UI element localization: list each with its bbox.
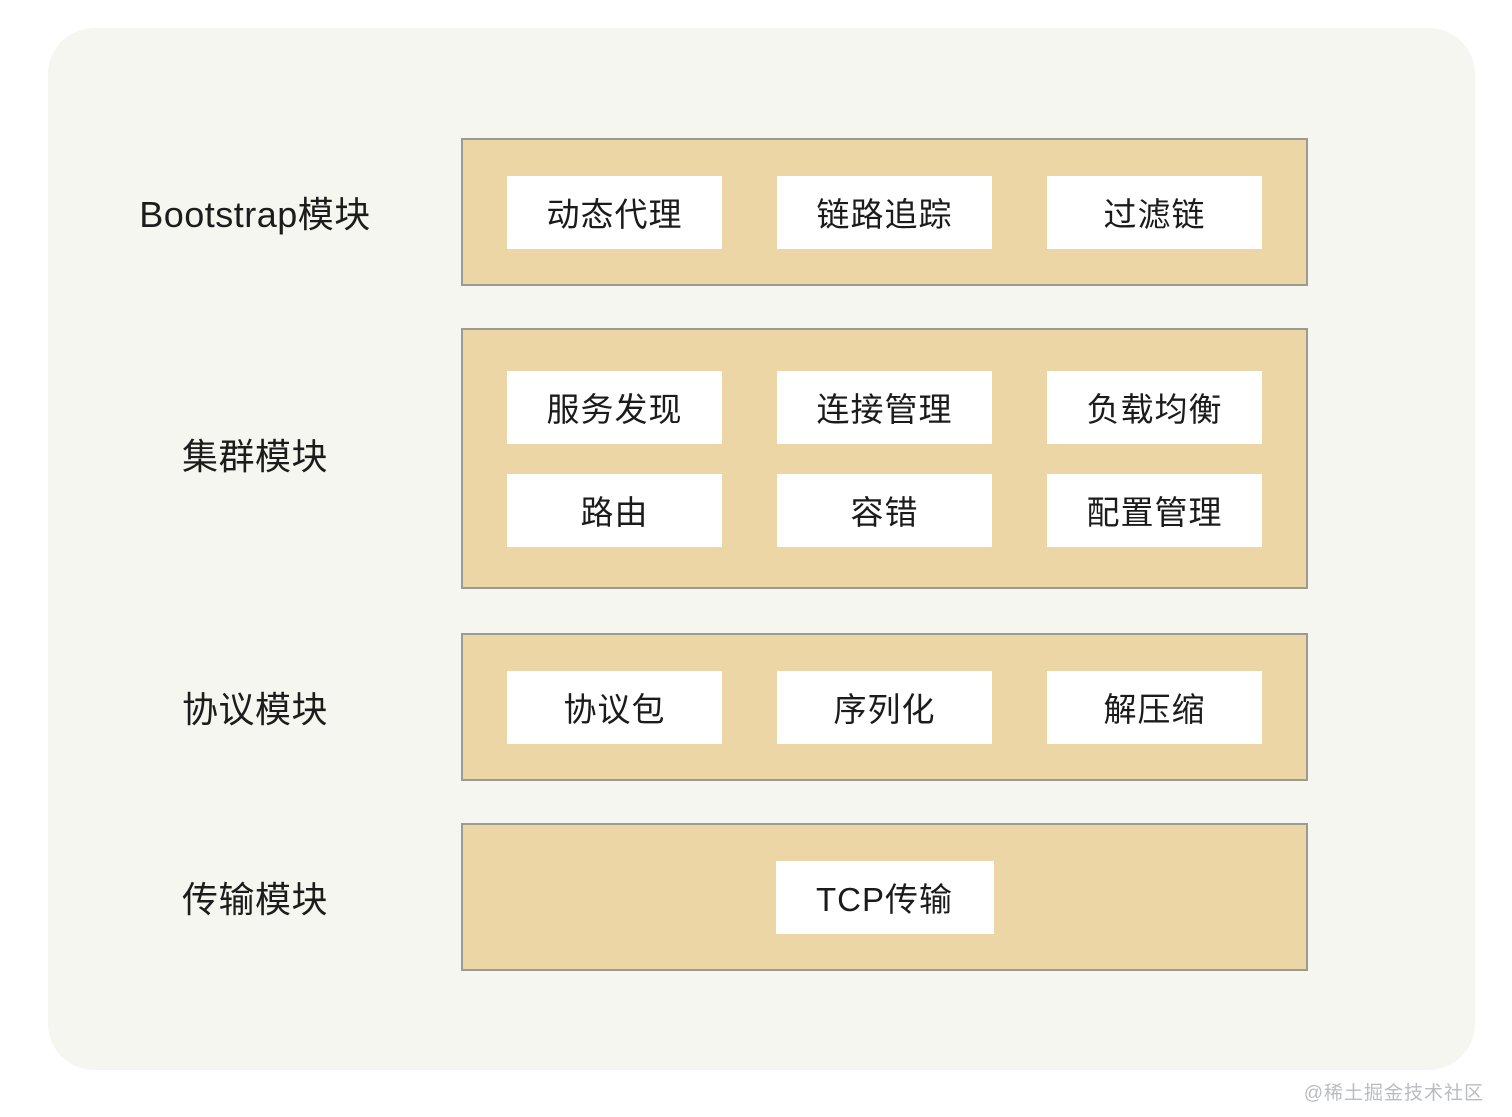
module-cell[interactable]: 配置管理 [1047,473,1262,547]
module-grid: 协议包 序列化 解压缩 [463,670,1306,744]
module-row: TCP传输 [775,860,994,934]
layer-label-protocol: 协议模块 [181,689,328,730]
module-cell[interactable]: 服务发现 [507,370,722,444]
module-cell[interactable]: 连接管理 [777,370,992,444]
module-grid: 动态代理 链路追踪 过滤链 [463,175,1306,249]
layer-panel-protocol: 协议包 序列化 解压缩 [461,633,1308,781]
module-cell[interactable]: 负载均衡 [1047,370,1262,444]
module-row: 路由 容错 配置管理 [507,473,1262,547]
module-cell[interactable]: 路由 [507,473,722,547]
module-row: 协议包 序列化 解压缩 [507,670,1262,744]
module-cell[interactable]: 容错 [777,473,992,547]
module-cell[interactable]: 链路追踪 [777,175,992,249]
module-cell[interactable]: 序列化 [777,670,992,744]
layer-panel-transport: TCP传输 [461,823,1308,971]
module-grid: TCP传输 [463,860,1306,934]
watermark-label: @稀土掘金技术社区 [1303,1083,1484,1104]
module-cell[interactable]: 协议包 [507,670,722,744]
module-row: 服务发现 连接管理 负载均衡 [507,370,1262,444]
layer-label-cluster: 集群模块 [181,436,328,477]
module-cell[interactable]: TCP传输 [775,860,994,934]
module-grid: 服务发现 连接管理 负载均衡 路由 容错 配置管理 [463,370,1306,547]
layer-panel-bootstrap: 动态代理 链路追踪 过滤链 [461,138,1308,286]
module-row: 动态代理 链路追踪 过滤链 [507,175,1262,249]
layer-label-transport: 传输模块 [181,879,328,920]
module-cell[interactable]: 解压缩 [1047,670,1262,744]
module-cell[interactable]: 过滤链 [1047,175,1262,249]
layer-panel-cluster: 服务发现 连接管理 负载均衡 路由 容错 配置管理 [461,328,1308,589]
layer-label-bootstrap: Bootstrap模块 [139,194,371,235]
module-cell[interactable]: 动态代理 [507,175,722,249]
